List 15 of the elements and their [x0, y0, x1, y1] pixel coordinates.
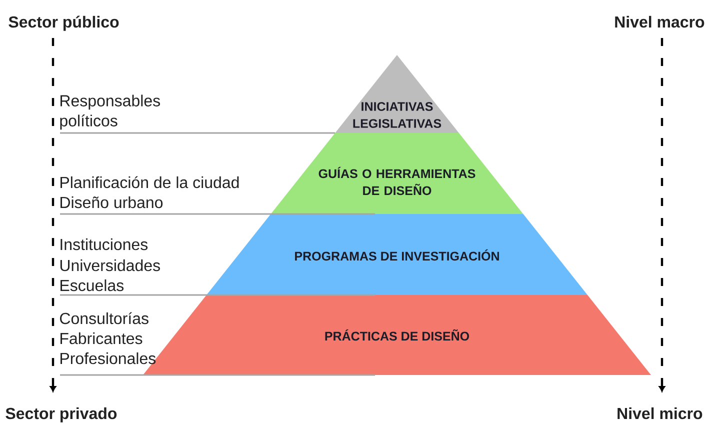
- pyramid-level: GUÍAS O HERRAMIENTAS DE DISEÑO: [270, 133, 524, 214]
- row-label: Planificación de la ciudad: [60, 176, 239, 188]
- pyramid-level: INICIATIVAS LEGISLATIVAS: [335, 55, 459, 133]
- scale-label: Nivel macro: [615, 16, 704, 28]
- scale-label: Sector privado: [6, 407, 117, 422]
- row-label: Consultorías: [60, 312, 148, 324]
- row-label: Diseño urbano: [60, 196, 163, 208]
- row-label: Escuelas: [60, 279, 124, 292]
- row-label: Universidades: [60, 259, 160, 272]
- row-label: Instituciones: [60, 238, 148, 250]
- scale-label: Nivel micro: [618, 407, 702, 420]
- scale-label: Sector público: [8, 16, 119, 31]
- row-label: Profesionales: [60, 352, 156, 364]
- row-label: Responsables políticos: [60, 94, 160, 130]
- pyramid-level: PROGRAMAS DE INVESTIGACIÓN: [206, 214, 588, 295]
